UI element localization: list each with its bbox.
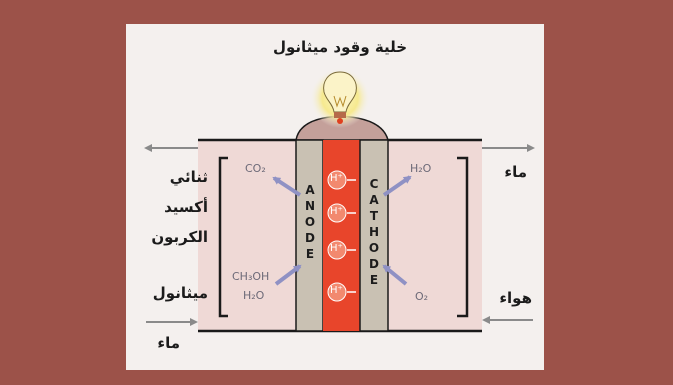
cathode-oxygen-arrow bbox=[382, 264, 408, 286]
cathode-water-arrow bbox=[382, 175, 412, 197]
proton-marker bbox=[327, 240, 356, 260]
membrane bbox=[323, 140, 360, 331]
proton-marker bbox=[327, 170, 356, 190]
anode-methanol-arrow bbox=[274, 264, 302, 286]
oxygen-formula: O₂ bbox=[415, 290, 429, 303]
diagram-title: خلية وقود ميثانول bbox=[272, 38, 408, 56]
proton-label: H⁺ bbox=[330, 243, 343, 254]
co2-label-line-1: ثنائي bbox=[169, 168, 208, 186]
water-label-left: ماء bbox=[157, 334, 180, 352]
methanol-formula: CH₃OH bbox=[232, 270, 270, 283]
water-label-right: ماء bbox=[504, 163, 527, 181]
water-out-formula: H₂O bbox=[410, 162, 432, 175]
co2-label-line-2: أكسيد bbox=[164, 198, 208, 216]
proton-marker bbox=[327, 203, 356, 223]
air-label: هواء bbox=[499, 289, 532, 307]
proton-label: H⁺ bbox=[330, 285, 343, 296]
light-bulb-icon bbox=[323, 71, 357, 124]
co2-label-line-3: الكربون bbox=[151, 228, 208, 246]
proton-label: H⁺ bbox=[330, 173, 343, 184]
left-bracket bbox=[218, 156, 228, 318]
water-in-formula: H₂O bbox=[243, 289, 265, 302]
proton-marker bbox=[327, 282, 356, 302]
proton-label: H⁺ bbox=[330, 206, 343, 217]
anode-co2-arrow bbox=[272, 176, 302, 197]
right-bracket bbox=[457, 156, 469, 318]
co2-formula: CO₂ bbox=[245, 162, 266, 175]
methanol-label: ميثانول bbox=[152, 284, 208, 302]
cathode-electrode bbox=[359, 139, 389, 332]
